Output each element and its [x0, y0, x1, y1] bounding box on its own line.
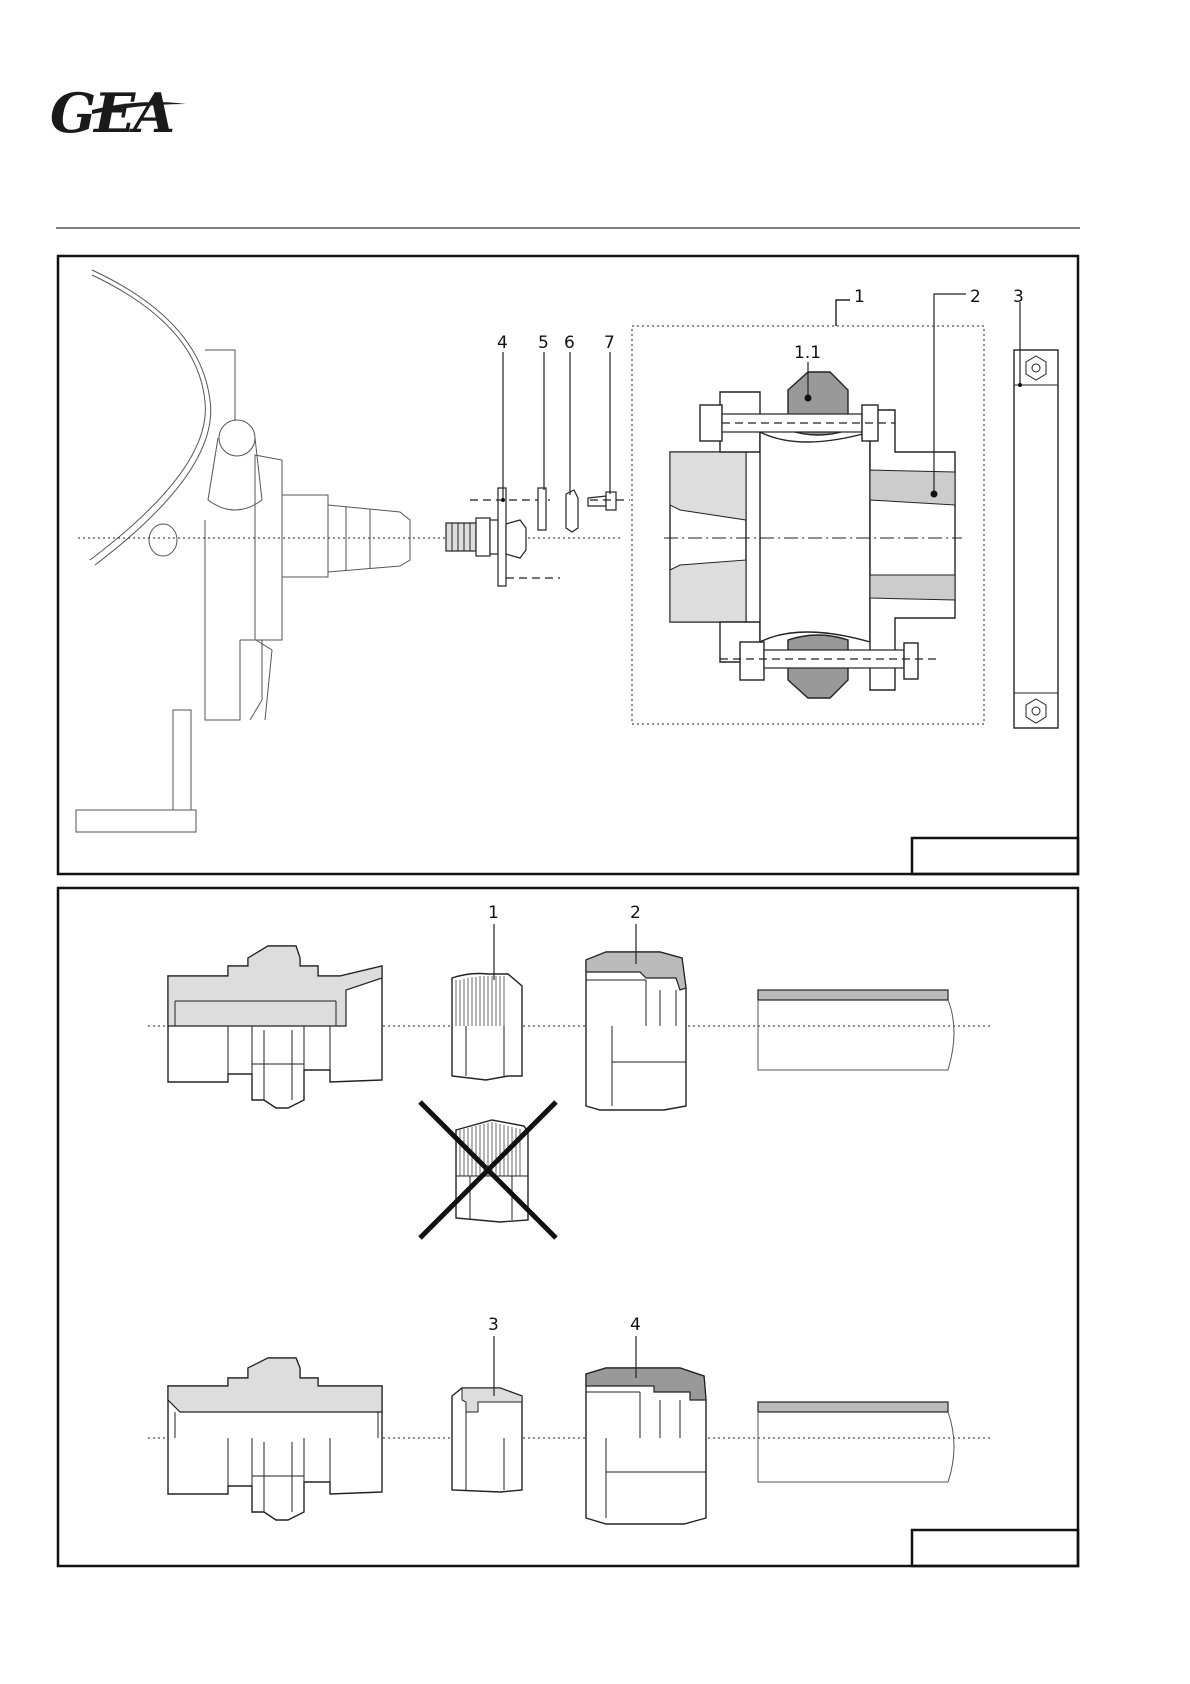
figure-1-label-3: 3	[1013, 287, 1024, 307]
union-nut-lower	[586, 1368, 706, 1524]
figure-1-label-4: 4	[497, 333, 508, 353]
gea-logo: GEA	[50, 81, 186, 145]
figure-2-label-4: 4	[630, 1315, 641, 1335]
union-body-lower	[168, 1358, 382, 1520]
cutting-ring-upper	[452, 974, 522, 1081]
pipe-upper	[758, 990, 954, 1070]
figure-1-label-2: 2	[970, 287, 981, 307]
union-body-upper	[168, 946, 382, 1108]
cutting-ring-lower	[452, 1388, 522, 1492]
figure-1-label-5: 5	[538, 333, 549, 353]
union-nut-upper	[586, 952, 686, 1110]
figure-2: 1 2 3 4	[58, 888, 1078, 1566]
gea-logo-text: GEA	[50, 81, 173, 145]
incorrect-ring-crossed	[420, 1102, 556, 1238]
pipe-lower	[758, 1402, 954, 1482]
figure-1-label-1-1: 1.1	[794, 343, 821, 363]
figure-2-caption-box	[912, 1530, 1078, 1566]
coupling-assembly-section	[664, 372, 962, 698]
figure-1-label-6: 6	[564, 333, 575, 353]
figure-1: 1 1.1 2 3 4 5 6 7	[58, 256, 1078, 874]
figure-1-caption-box	[912, 838, 1078, 874]
machine-housing	[76, 270, 410, 832]
figure-1-label-7: 7	[604, 333, 615, 353]
figure-1-label-1: 1	[854, 287, 865, 307]
figure-2-label-1: 1	[488, 903, 499, 923]
figure-2-label-2: 2	[630, 903, 641, 923]
exploded-parts	[446, 488, 630, 586]
figure-2-label-3: 3	[488, 1315, 499, 1335]
part-3-bar	[1014, 350, 1058, 728]
